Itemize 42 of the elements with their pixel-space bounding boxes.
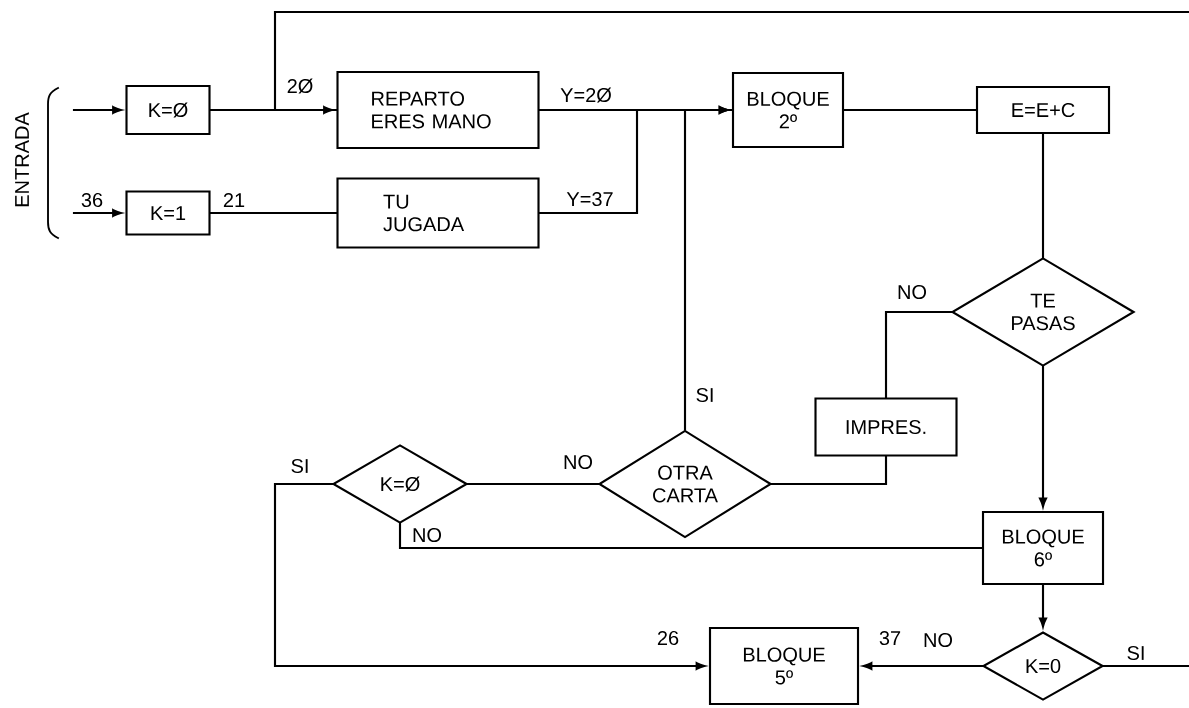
arrow [273,482,706,670]
connector-line [467,482,599,486]
process-box: BLOQUE 5º [708,626,860,706]
line-number: 26 [657,630,679,646]
edge-label: NO [921,631,955,649]
edge-label: Y=2Ø [558,86,614,104]
arrow [72,209,122,217]
arrow [1039,366,1047,508]
line-number: 37 [879,630,901,646]
edge-label: 2Ø [285,77,315,95]
edge-label: NO [561,453,595,471]
process-box: BLOQUE 2º [731,71,845,149]
edge-label: SI [289,457,311,475]
edge-label: SI [1125,644,1147,662]
connector-line [398,523,983,550]
connector-line [209,108,338,112]
connector-line [884,310,952,399]
process-box: K=Ø [125,84,211,136]
edge-label: NO [895,283,929,301]
process-box: REPARTO ERES MANO [336,70,540,150]
edge-label: 21 [221,191,247,209]
edge-label: Y=37 [565,190,615,208]
process-box: IMPRES. [814,397,958,457]
edge-label: SI [694,386,716,404]
process-box: TU JUGADA [336,177,540,249]
rotated-label: ENTRADA [15,112,29,207]
connector-line [209,211,338,215]
edge-label: NO [410,526,444,544]
connector-line [771,455,888,486]
arrow [273,10,1189,114]
arrow [862,662,983,670]
process-box: BLOQUE 6º [981,510,1105,586]
arrow [683,106,729,431]
process-box: K=1 [125,190,211,236]
connector-line [1103,664,1189,668]
arrow [1039,584,1047,628]
connector-line [843,108,977,112]
connector-line [1041,133,1045,258]
edge-label: 36 [79,191,105,209]
arrow [72,106,122,114]
process-box: E=E+C [975,85,1111,135]
connector-line [538,108,733,112]
